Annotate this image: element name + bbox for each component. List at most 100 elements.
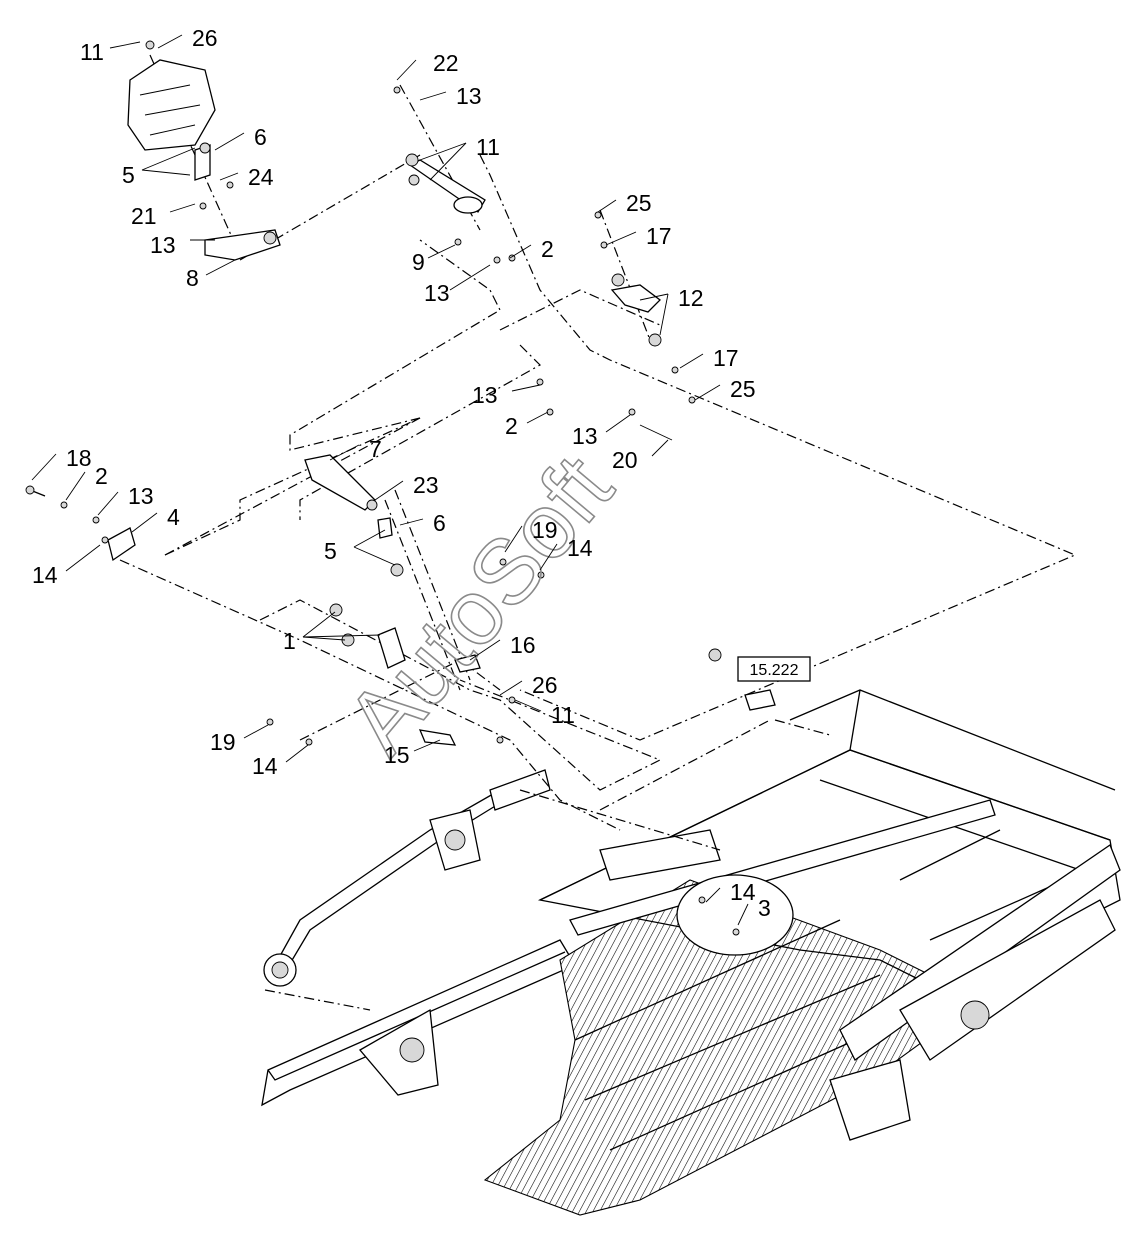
callout-19[interactable]: 19 [210, 729, 236, 755]
leader-line [399, 518, 424, 526]
leader-line [243, 724, 269, 739]
callout-6[interactable]: 6 [254, 124, 267, 150]
leader-line [659, 293, 669, 336]
callout-12[interactable]: 12 [678, 285, 704, 311]
leader-line [65, 544, 101, 572]
center-hanger-arm [304, 378, 673, 577]
callout-6[interactable]: 6 [433, 510, 446, 536]
callout-13[interactable]: 13 [128, 483, 154, 509]
leader-line [413, 739, 441, 752]
reference-box[interactable]: 15.222 [737, 656, 811, 682]
callout-17[interactable]: 17 [713, 345, 739, 371]
leader-line [504, 525, 523, 553]
leader-line [302, 636, 346, 641]
callout-2[interactable]: 2 [541, 236, 554, 262]
leader-line [539, 543, 558, 571]
leader-line [396, 59, 417, 81]
leader-line [427, 244, 456, 259]
callout-1[interactable]: 1 [283, 628, 296, 654]
watermark: AutoSoft [326, 436, 633, 774]
leader-line [605, 231, 637, 246]
callout-7[interactable]: 7 [369, 436, 382, 462]
callout-25[interactable]: 25 [626, 190, 652, 216]
leader-line [597, 199, 617, 213]
reference-box-label: 15.222 [750, 662, 799, 679]
callout-18[interactable]: 18 [66, 445, 92, 471]
callout-14[interactable]: 14 [252, 753, 278, 779]
callout-9[interactable]: 9 [412, 249, 425, 275]
leader-line [526, 411, 549, 424]
callout-14[interactable]: 14 [567, 535, 593, 561]
callout-13[interactable]: 13 [472, 382, 498, 408]
leader-line [514, 699, 542, 712]
leader-line [302, 634, 381, 638]
callout-26[interactable]: 26 [532, 672, 558, 698]
leader-line [419, 91, 447, 101]
left-rod-assembly [25, 485, 545, 579]
callout-21[interactable]: 21 [131, 203, 157, 229]
callout-13[interactable]: 13 [456, 83, 482, 109]
callout-26[interactable]: 26 [192, 25, 218, 51]
feeder-frame-assembly [261, 689, 1121, 1216]
leader-line [639, 293, 669, 301]
callout-5[interactable]: 5 [122, 162, 135, 188]
callout-22[interactable]: 22 [433, 50, 459, 76]
leader-line [651, 439, 669, 457]
leader-line [499, 680, 523, 696]
leader-line [285, 744, 309, 763]
callout-11[interactable]: 11 [476, 134, 500, 160]
leader-line [737, 903, 749, 926]
leader-line [219, 172, 239, 181]
lower-center-parts [266, 603, 776, 936]
leader-line [109, 41, 141, 49]
callout-2[interactable]: 2 [505, 413, 518, 439]
callout-13[interactable]: 13 [424, 280, 450, 306]
leader-line [329, 444, 360, 461]
callout-16[interactable]: 16 [510, 632, 536, 658]
callout-11[interactable]: 11 [80, 39, 104, 65]
leader-line [705, 887, 721, 903]
leader-line [97, 491, 119, 516]
callout-14[interactable]: 14 [730, 879, 756, 905]
leader-line [205, 259, 236, 276]
callout-5[interactable]: 5 [324, 538, 337, 564]
leader-line [429, 142, 467, 181]
callout-19[interactable]: 19 [532, 517, 558, 543]
callout-13[interactable]: 13 [150, 232, 176, 258]
leader-line [141, 147, 196, 171]
callout-25[interactable]: 25 [730, 376, 756, 402]
upper-left-bracket [127, 40, 281, 261]
leader-line [694, 384, 721, 401]
callout-leaders [31, 34, 749, 926]
callout-17[interactable]: 17 [646, 223, 672, 249]
leader-line [449, 264, 491, 291]
callout-13[interactable]: 13 [572, 423, 598, 449]
callout-23[interactable]: 23 [413, 472, 439, 498]
assembly-lines [119, 54, 1077, 1011]
leader-line [353, 529, 386, 548]
callout-24[interactable]: 24 [248, 164, 274, 190]
leader-line [302, 611, 336, 638]
leader-line [131, 512, 158, 533]
leader-line [605, 414, 631, 433]
callout-2[interactable]: 2 [95, 463, 108, 489]
callout-8[interactable]: 8 [186, 265, 199, 291]
leader-line [509, 244, 532, 259]
callout-3[interactable]: 3 [758, 895, 771, 921]
leader-line [511, 384, 541, 392]
leader-line [469, 639, 501, 661]
upper-center-link [393, 86, 516, 264]
callout-15[interactable]: 15 [384, 742, 410, 768]
leader-line [679, 353, 704, 369]
callout-4[interactable]: 4 [167, 504, 180, 530]
callout-14[interactable]: 14 [32, 562, 58, 588]
callout-20[interactable]: 20 [612, 447, 638, 473]
callout-11[interactable]: 11 [551, 702, 575, 728]
leader-line [214, 132, 245, 151]
leader-line [157, 34, 183, 49]
leader-line [353, 546, 396, 566]
leader-line [169, 203, 196, 213]
leader-line [141, 169, 191, 176]
